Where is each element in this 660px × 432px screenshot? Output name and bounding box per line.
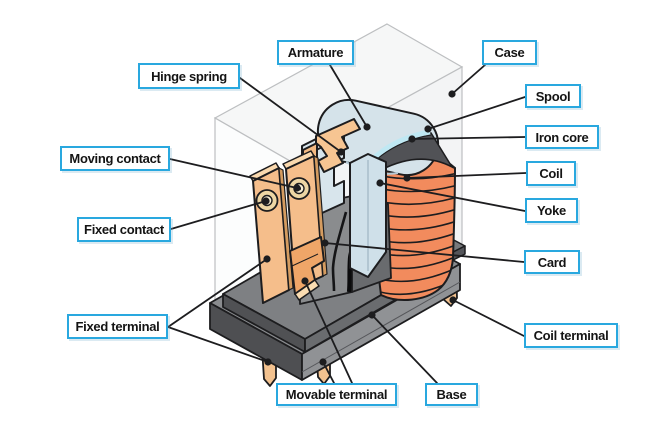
label-spool: Spool bbox=[525, 84, 581, 108]
label-iron-core: Iron core bbox=[525, 125, 599, 149]
label-fixed-contact: Fixed contact bbox=[77, 217, 171, 242]
label-armature: Armature bbox=[277, 40, 354, 65]
label-hinge-spring: Hinge spring bbox=[138, 63, 240, 89]
label-coil-terminal: Coil terminal bbox=[524, 323, 618, 348]
label-card: Card bbox=[524, 250, 580, 274]
label-moving-contact: Moving contact bbox=[60, 146, 170, 171]
label-base: Base bbox=[425, 383, 478, 406]
label-case: Case bbox=[482, 40, 537, 65]
label-fixed-terminal: Fixed terminal bbox=[67, 314, 168, 339]
label-movable-terminal: Movable terminal bbox=[276, 383, 397, 406]
label-coil: Coil bbox=[526, 161, 576, 186]
label-yoke: Yoke bbox=[525, 198, 578, 223]
